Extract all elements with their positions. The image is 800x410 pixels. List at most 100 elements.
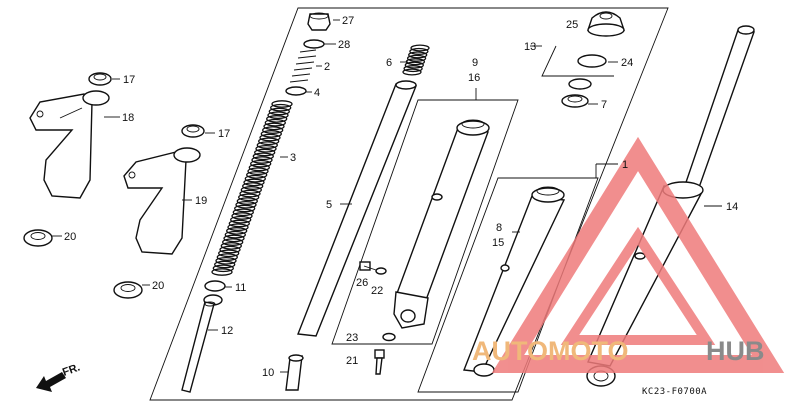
spring-coil — [219, 245, 241, 254]
part-8-outer-tube — [463, 186, 566, 377]
spring-coil — [248, 163, 270, 172]
label-21: 21 — [346, 355, 358, 367]
oil-seal-group-bracket — [541, 45, 614, 77]
spring-coil — [218, 249, 240, 258]
spring-coil — [240, 186, 262, 194]
label-12: 12 — [221, 325, 233, 337]
label-14: 14 — [726, 201, 738, 213]
label-7: 7 — [601, 99, 607, 111]
watermark-logo — [491, 136, 785, 373]
label-1: 1 — [622, 159, 628, 171]
part-11-ring — [204, 280, 226, 292]
spring-coil — [235, 200, 257, 209]
spring-coil — [268, 107, 290, 116]
label-3: 3 — [290, 152, 296, 164]
label-17-upper: 17 — [123, 74, 135, 86]
part-10-piece — [285, 354, 304, 391]
part-26-bolt — [359, 261, 377, 271]
spring-coil — [224, 230, 246, 239]
label-16: 16 — [468, 72, 480, 84]
spring-coil — [263, 122, 285, 131]
diagram-code: KC23-F0700A — [642, 387, 707, 397]
watermark-text: AUTOMOTO HUB — [472, 336, 765, 366]
part-21-bolt — [374, 349, 385, 375]
spring-coil — [239, 189, 261, 198]
spring-coil — [247, 167, 269, 176]
spring-coil — [270, 103, 292, 112]
spring-coil — [255, 144, 277, 153]
spring-coil — [243, 178, 265, 187]
label-23: 23 — [346, 332, 358, 344]
spring-coil — [254, 148, 276, 157]
part-24-clip — [577, 54, 607, 68]
spring-coil — [244, 174, 266, 183]
spring-coil — [226, 227, 248, 235]
label-20-upper: 20 — [64, 231, 76, 243]
spring-coil — [410, 44, 430, 52]
label-8: 8 — [496, 222, 502, 234]
label-13: 13 — [524, 41, 536, 53]
spring-coil — [246, 171, 268, 179]
part-5-inner-tube — [297, 80, 417, 337]
spring-coil — [403, 65, 423, 73]
label-22: 22 — [371, 285, 383, 297]
part-17-upper — [88, 72, 112, 86]
spring-coil — [250, 159, 272, 168]
part-17-lower — [181, 124, 205, 138]
spring-coil — [216, 253, 238, 261]
spring-coil — [215, 256, 237, 265]
spring-coil — [220, 242, 242, 250]
label-18: 18 — [122, 112, 134, 124]
label-28: 28 — [338, 39, 350, 51]
spring-coil — [406, 54, 427, 62]
spring-coil — [236, 197, 258, 205]
label-11: 11 — [235, 282, 246, 294]
spring-coil — [266, 115, 288, 123]
spring-coil — [238, 193, 260, 202]
part-25-dust-seal — [587, 11, 625, 37]
spring-coil — [234, 204, 256, 213]
spring-coil — [212, 264, 234, 273]
spring-coil — [262, 126, 284, 134]
part-23-washer — [382, 332, 396, 342]
spring-coil — [232, 208, 254, 217]
part-3-spring — [211, 100, 293, 276]
spring-coil — [256, 141, 278, 149]
label-15: 15 — [492, 237, 504, 249]
spring-coil — [222, 238, 244, 246]
front-direction-indicator: FR. — [36, 361, 82, 392]
spring-coil — [264, 118, 286, 127]
part-19-bracket — [123, 147, 201, 255]
part-4-seat — [285, 86, 307, 96]
spring-coil — [402, 68, 422, 76]
outer-tube-group-frame — [417, 177, 599, 393]
spring-coil — [214, 260, 236, 269]
spring-coil — [271, 100, 293, 108]
spring-coil — [260, 130, 282, 138]
label-2: 2 — [324, 61, 330, 73]
spring-coil — [267, 111, 289, 120]
label-6: 6 — [386, 57, 392, 69]
spring-coil — [228, 219, 250, 228]
label-19: 19 — [195, 195, 207, 207]
direction-label: FR. — [61, 361, 82, 378]
label-9: 9 — [472, 57, 478, 69]
label-24: 24 — [621, 57, 633, 69]
watermark-brand-primary: AUTOMOTO — [472, 336, 629, 366]
part-20-seal-lower — [113, 281, 143, 299]
part-2-spacer — [289, 49, 317, 83]
spring-coil — [230, 215, 252, 224]
spring-coil — [211, 268, 233, 276]
spring-coil — [223, 234, 245, 243]
label-20-lower: 20 — [152, 280, 164, 292]
spring-coil — [258, 137, 280, 146]
spring-coil — [227, 223, 249, 232]
part-20-seal-upper — [23, 229, 53, 247]
spring-coil — [408, 51, 428, 59]
label-10: 10 — [262, 367, 274, 379]
spring-coil — [259, 133, 281, 142]
label-27: 27 — [342, 15, 354, 27]
spring-coil — [231, 212, 253, 220]
